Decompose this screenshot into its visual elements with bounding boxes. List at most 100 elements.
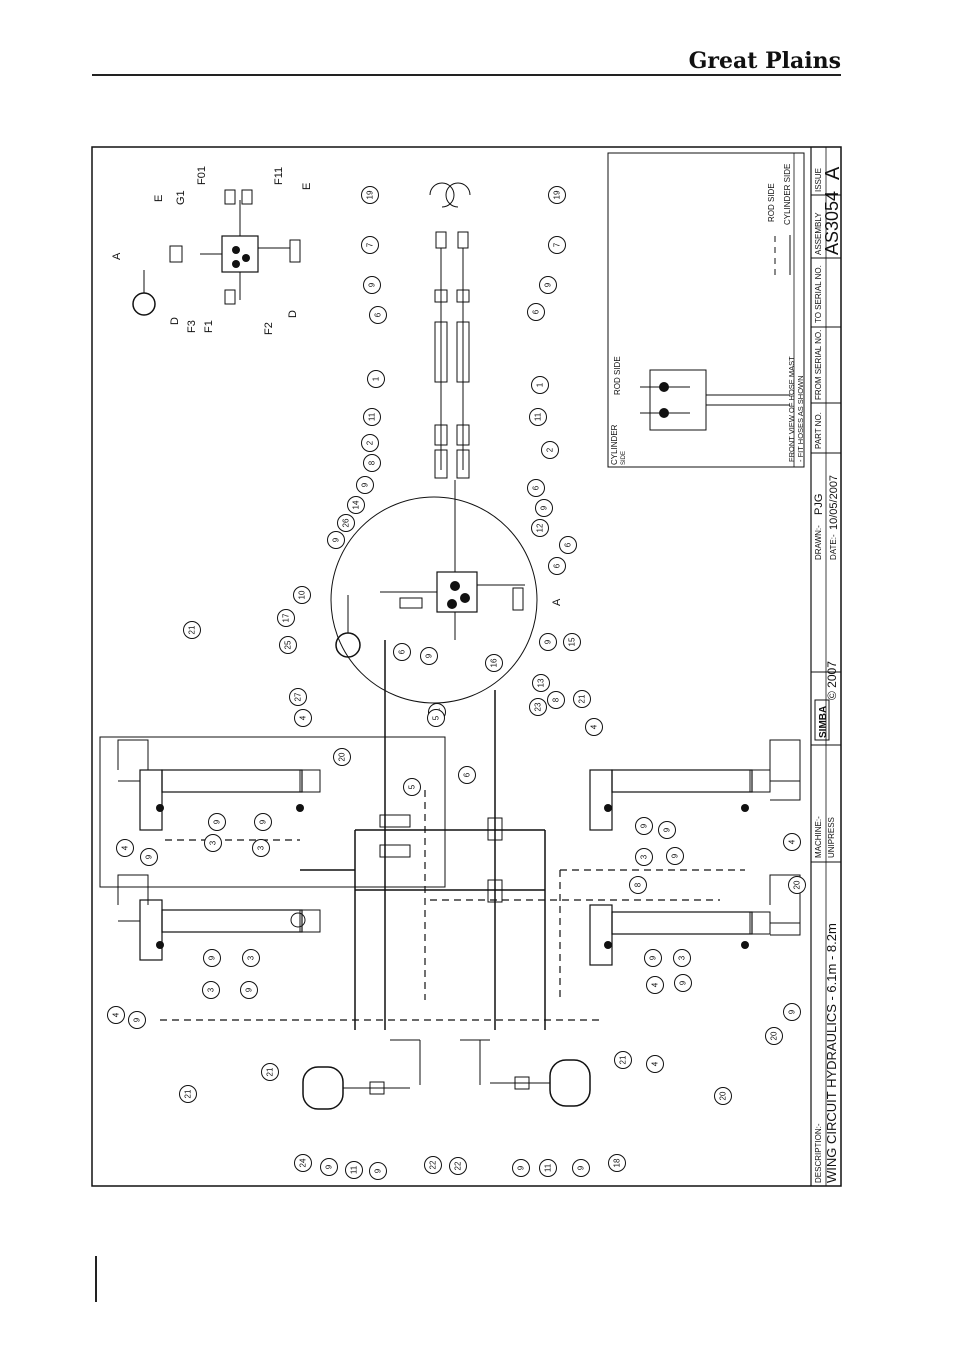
item-balloon: 21 bbox=[614, 1051, 632, 1069]
page-margin-mark bbox=[95, 1256, 97, 1302]
item-balloon-number: 9 bbox=[259, 819, 268, 824]
item-balloon: 16 bbox=[485, 654, 503, 672]
drawn-label: DRAWN:- bbox=[814, 525, 823, 560]
item-balloon-circle bbox=[673, 949, 691, 967]
item-balloon-circle bbox=[714, 1087, 732, 1105]
item-balloon-circle bbox=[548, 186, 566, 204]
item-balloon-number: 6 bbox=[374, 312, 383, 317]
item-balloon-number: 9 bbox=[133, 1017, 142, 1022]
item-balloon-number: 4 bbox=[651, 1061, 660, 1066]
svg-text:SIMBA: SIMBA bbox=[818, 706, 829, 738]
item-balloon-circle bbox=[202, 981, 220, 999]
item-balloon: 6 bbox=[527, 479, 545, 497]
item-balloon: 9 bbox=[783, 1003, 801, 1021]
item-balloon: 19 bbox=[548, 186, 566, 204]
item-balloon-number: 9 bbox=[245, 987, 254, 992]
item-balloon-number: 9 bbox=[361, 482, 370, 487]
item-balloon-number: 9 bbox=[663, 827, 672, 832]
item-balloon-number: 16 bbox=[490, 658, 499, 667]
title-block: DESCRIPTION:- WING CIRCUIT HYDRAULICS - … bbox=[810, 147, 844, 1186]
cylinder-bottom-right bbox=[589, 739, 801, 831]
item-balloon-circle bbox=[585, 718, 603, 736]
item-balloon: 5 bbox=[403, 778, 421, 796]
item-balloon-number: 15 bbox=[568, 637, 577, 646]
item-balloon: 20 bbox=[788, 876, 806, 894]
legend-rod-side: ROD SIDE bbox=[767, 183, 776, 222]
item-balloon-number: 9 bbox=[540, 505, 549, 510]
item-balloon-circle bbox=[252, 839, 270, 857]
item-balloon: 19 bbox=[361, 186, 379, 204]
item-balloon-number: 23 bbox=[534, 702, 543, 711]
item-balloon-circle bbox=[527, 303, 545, 321]
item-balloon: 11 bbox=[363, 408, 381, 426]
mast-note-1: FRONT VIEW OF HOSE MAST bbox=[787, 356, 796, 462]
item-balloon-circle bbox=[240, 981, 258, 999]
legend-cylinder-side: CYLINDER SIDE bbox=[783, 164, 792, 225]
cylinder-top-left bbox=[117, 874, 321, 961]
item-balloon-number: 9 bbox=[208, 955, 217, 960]
item-balloon: 9 bbox=[208, 813, 226, 831]
valve-label-g1: G1 bbox=[175, 190, 187, 205]
item-balloon: 1 bbox=[367, 370, 385, 388]
drawn-value: PJG bbox=[813, 494, 825, 515]
item-balloon-circle bbox=[183, 621, 201, 639]
item-balloon-number: 9 bbox=[325, 1164, 334, 1169]
item-balloon-number: 4 bbox=[590, 724, 599, 729]
item-balloon-circle bbox=[128, 1011, 146, 1029]
item-balloon-number: 2 bbox=[546, 447, 555, 452]
item-balloon: 9 bbox=[327, 531, 345, 549]
valve-label-f3: F3 bbox=[186, 320, 198, 333]
item-balloon: 6 bbox=[369, 306, 387, 324]
item-balloon-number: 6 bbox=[532, 485, 541, 490]
item-balloon-number: 9 bbox=[374, 1168, 383, 1173]
item-balloon: 9 bbox=[539, 276, 557, 294]
item-balloon: 2 bbox=[541, 441, 559, 459]
item-balloon-circle bbox=[363, 408, 381, 426]
accumulator-right bbox=[490, 1059, 591, 1107]
item-balloon: 9 bbox=[363, 276, 381, 294]
item-balloon-circle bbox=[294, 1154, 312, 1172]
item-balloon-circle bbox=[658, 821, 676, 839]
item-balloon-circle bbox=[548, 557, 566, 575]
item-balloon-number: 9 bbox=[145, 854, 154, 859]
item-balloon-number: 3 bbox=[209, 840, 218, 845]
item-balloon-number: 22 bbox=[454, 1161, 463, 1170]
item-balloon-number: 8 bbox=[368, 460, 377, 465]
item-balloon-number: 7 bbox=[366, 242, 375, 247]
valve-label-e-right: E bbox=[301, 183, 313, 190]
item-balloon-number: 9 bbox=[679, 980, 688, 985]
valve-label-e-top: E bbox=[153, 195, 165, 202]
item-balloon: 20 bbox=[714, 1087, 732, 1105]
item-balloon-circle bbox=[783, 833, 801, 851]
accumulator-left bbox=[302, 1066, 410, 1110]
item-balloon: 4 bbox=[294, 709, 312, 727]
item-balloon-number: 6 bbox=[398, 649, 407, 654]
machine-value: UNIPRESS bbox=[827, 817, 836, 858]
item-balloon: 9 bbox=[203, 949, 221, 967]
item-balloon-number: 3 bbox=[247, 955, 256, 960]
item-balloon: 27 bbox=[289, 688, 307, 706]
item-balloon-circle bbox=[449, 1157, 467, 1175]
item-balloon: 26 bbox=[337, 514, 355, 532]
assembly-label: ASSEMBLY bbox=[814, 212, 823, 255]
item-balloon-number: 4 bbox=[788, 839, 797, 844]
cylinder-side-sub: SIDE bbox=[621, 451, 627, 465]
item-balloon-number: 14 bbox=[352, 500, 361, 509]
item-balloon-circle bbox=[361, 236, 379, 254]
mast-fittings bbox=[429, 182, 471, 479]
item-balloon-number: 19 bbox=[366, 190, 375, 199]
mast-note-2: - FIT HOSES AS SHOWN bbox=[796, 375, 805, 462]
item-balloon-circle bbox=[369, 1162, 387, 1180]
item-balloon-circle bbox=[614, 1051, 632, 1069]
item-balloon-circle bbox=[363, 276, 381, 294]
item-balloon-number: 8 bbox=[552, 697, 561, 702]
valve-label-f2: F2 bbox=[263, 322, 275, 335]
item-balloon-number: 1 bbox=[372, 376, 381, 381]
item-balloon-circle bbox=[420, 647, 438, 665]
item-balloon-number: 22 bbox=[429, 1160, 438, 1169]
item-balloon-number: 21 bbox=[184, 1089, 193, 1098]
item-balloon: 3 bbox=[635, 848, 653, 866]
item-balloon: 9 bbox=[512, 1159, 530, 1177]
valve-label-f11: F11 bbox=[273, 167, 285, 185]
